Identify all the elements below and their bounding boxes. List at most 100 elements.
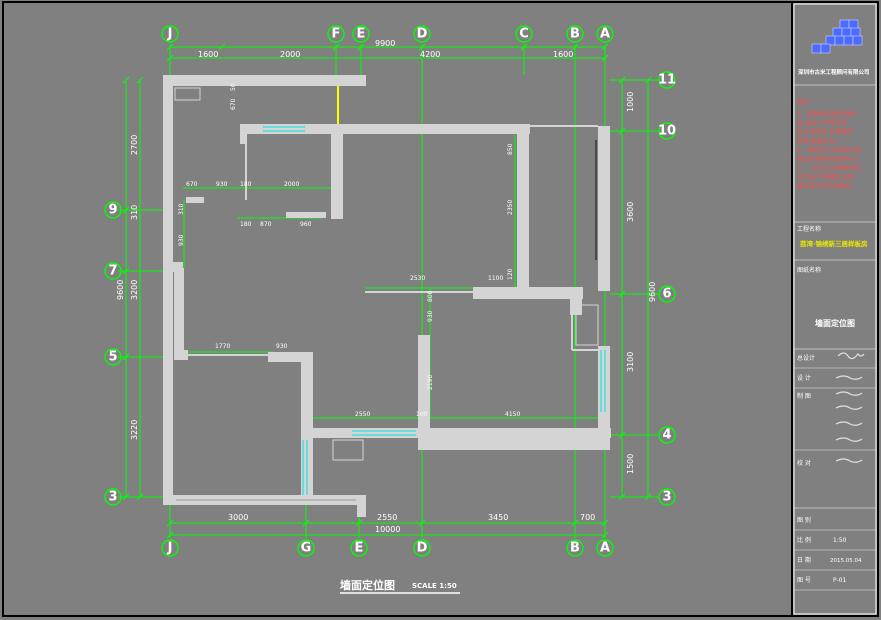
thin-lines (174, 87, 600, 501)
svg-text:本公司所有,不得复制: 本公司所有,不得复制 (797, 128, 853, 136)
svg-text:9900: 9900 (375, 39, 395, 48)
svg-text:2350: 2350 (507, 200, 514, 215)
svg-text:700: 700 (580, 513, 595, 522)
svg-text:2530: 2530 (410, 275, 425, 282)
svg-text:3600: 3600 (626, 202, 635, 222)
signatures (835, 352, 865, 463)
sheet-date: 2015.05.04 (830, 558, 862, 564)
svg-text:A: A (600, 27, 610, 42)
svg-text:4200: 4200 (420, 50, 440, 59)
top-axis-bubbles: J F E D C B A (161, 25, 614, 43)
svg-text:1500: 1500 (626, 454, 635, 474)
svg-text:比 例: 比 例 (797, 536, 811, 544)
sheet-drawing-name: 墙面定位图 (815, 318, 855, 328)
svg-text:纸,任何人不得外传,: 纸,任何人不得外传, (797, 119, 849, 127)
svg-text:800: 800 (427, 290, 434, 302)
svg-text:日 期: 日 期 (797, 556, 811, 564)
svg-text:3200: 3200 (130, 280, 139, 300)
bottom-axis-bubbles: J G E D B A (161, 539, 614, 557)
svg-text:B: B (570, 27, 580, 42)
sheet-scale: 1:50 (833, 537, 847, 544)
left-dimensions: 9600 2700 310 3200 3220 (116, 135, 139, 440)
svg-text:670: 670 (230, 98, 237, 110)
svg-text:9600: 9600 (116, 280, 125, 300)
svg-text:310: 310 (130, 205, 139, 220)
svg-text:D: D (417, 27, 428, 42)
svg-text:2700: 2700 (130, 135, 139, 155)
svg-text:3450: 3450 (488, 513, 508, 522)
project-name: 荔湾·锦绣新三居样板房 (799, 239, 868, 248)
company-logo (811, 19, 863, 54)
svg-text:870: 870 (260, 221, 272, 228)
svg-text:960: 960 (300, 221, 312, 228)
svg-text:2550: 2550 (377, 513, 397, 522)
svg-text:9600: 9600 (648, 282, 657, 302)
svg-text:墙面定位图: 墙面定位图 (340, 578, 395, 592)
svg-text:1770: 1770 (215, 343, 230, 350)
svg-text:930: 930 (216, 181, 228, 188)
svg-text:10: 10 (658, 124, 676, 139)
svg-text:2、该图尺寸以现场为准,: 2、该图尺寸以现场为准, (797, 146, 863, 154)
svg-text:4: 4 (662, 428, 671, 443)
svg-text:E: E (355, 541, 364, 556)
svg-text:6: 6 (662, 287, 671, 302)
sheet-number: P-01 (833, 577, 846, 584)
svg-text:J: J (167, 541, 173, 556)
svg-text:2000: 2000 (284, 181, 299, 188)
notes-label: 备注: (797, 98, 811, 106)
top-dimensions: 9900 1600 2000 4200 1600 (198, 39, 573, 59)
svg-text:670: 670 (186, 181, 198, 188)
svg-text:4150: 4150 (505, 411, 520, 418)
svg-text:1000: 1000 (626, 92, 635, 112)
bottom-dimensions: 3000 2550 3450 700 10000 (228, 513, 595, 534)
svg-text:A: A (600, 541, 610, 556)
svg-text:7: 7 (108, 264, 117, 279)
svg-text:3220: 3220 (130, 420, 139, 440)
svg-text:10000: 10000 (375, 525, 400, 534)
svg-text:930: 930 (276, 343, 288, 350)
svg-text:总设计: 总设计 (797, 354, 815, 362)
title-block: 深圳市古米工程顾问有限公司 备注: 1、该图为内部控制图 纸,任何人不得外传, … (793, 3, 877, 615)
svg-text:注为准,不得量取,如有: 注为准,不得量取,如有 (797, 173, 855, 181)
dimension-ticks (122, 43, 652, 539)
svg-text:180: 180 (240, 221, 252, 228)
svg-text:3、一切尺寸以图纸所标: 3、一切尺寸以图纸所标 (797, 164, 861, 172)
svg-text:D: D (417, 541, 428, 556)
svg-text:3: 3 (662, 490, 671, 505)
svg-text:3000: 3000 (228, 513, 248, 522)
windows (263, 86, 606, 495)
svg-text:SCALE 1:50: SCALE 1:50 (412, 582, 457, 590)
svg-text:使用,违者必究。: 使用,违者必究。 (797, 137, 841, 145)
svg-text:1600: 1600 (198, 50, 218, 59)
walls (163, 75, 611, 517)
svg-text:1、该图为内部控制图: 1、该图为内部控制图 (797, 110, 855, 118)
svg-text:B: B (570, 541, 580, 556)
svg-text:施工前须核对现场尺寸。: 施工前须核对现场尺寸。 (797, 155, 863, 163)
svg-text:制 图: 制 图 (797, 392, 811, 400)
svg-text:G: G (301, 541, 312, 556)
svg-text:工程名称: 工程名称 (797, 225, 821, 233)
company-name: 深圳市古米工程顾问有限公司 (798, 68, 870, 76)
svg-text:100: 100 (416, 411, 428, 418)
svg-text:9: 9 (108, 203, 117, 218)
svg-text:F: F (332, 27, 341, 42)
left-axis-bubbles: 9 7 5 3 (104, 201, 122, 506)
right-dimensions: 1000 3600 3100 1500 9600 (626, 92, 657, 474)
svg-text:3: 3 (108, 490, 117, 505)
svg-text:图 号: 图 号 (797, 577, 811, 584)
svg-text:设 计: 设 计 (797, 374, 811, 382)
svg-text:5: 5 (108, 350, 117, 365)
svg-text:11: 11 (658, 73, 676, 88)
svg-text:校 对: 校 对 (797, 459, 811, 467)
svg-text:C: C (519, 27, 529, 42)
svg-text:310: 310 (178, 203, 185, 215)
svg-text:图 别: 图 别 (797, 516, 811, 524)
right-axis-bubbles: 11 10 6 4 3 (658, 71, 676, 506)
svg-text:2550: 2550 (355, 411, 370, 418)
inner-dimensions: 670 930 180 2000 180 870 960 2530 1100 2… (178, 83, 520, 418)
svg-text:1100: 1100 (488, 275, 503, 282)
svg-text:2000: 2000 (280, 50, 300, 59)
svg-text:E: E (357, 27, 366, 42)
